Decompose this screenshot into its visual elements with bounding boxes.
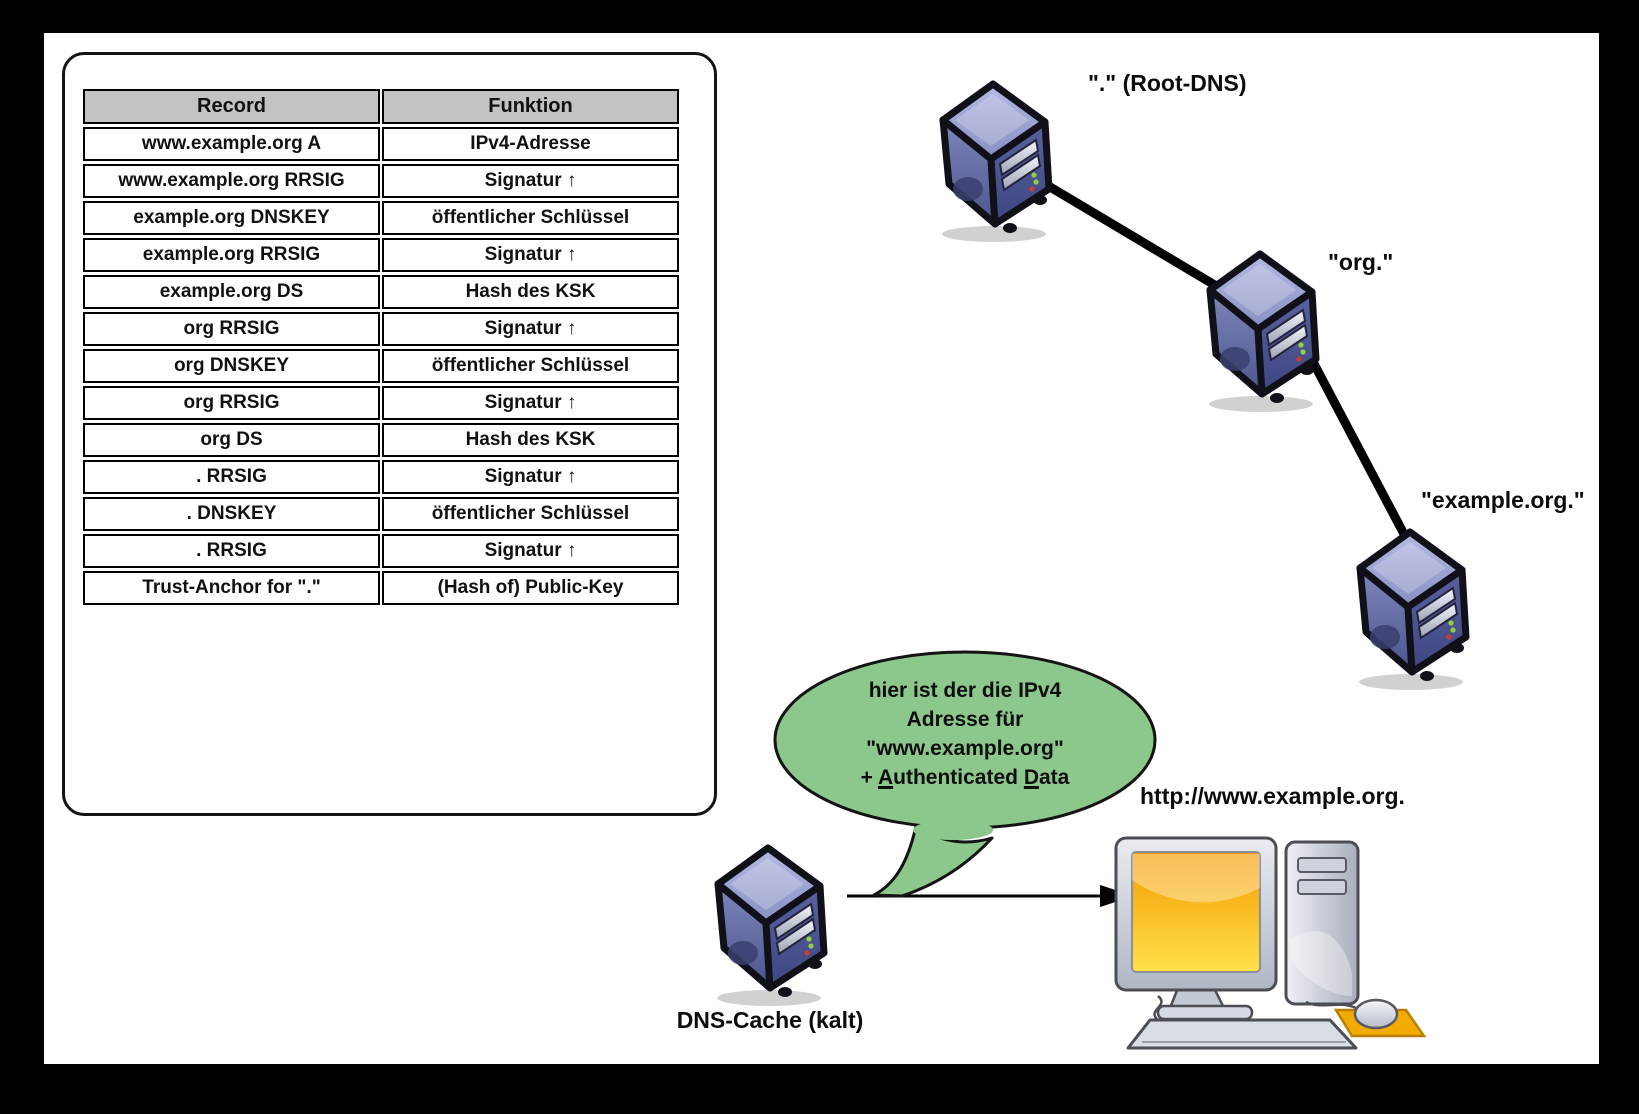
record-cell: org DS [83, 423, 380, 457]
url-label: http://www.example.org. [1140, 783, 1405, 809]
funktion-cell: IPv4-Adresse [382, 127, 679, 161]
funktion-cell: öffentlicher Schlüssel [382, 497, 679, 531]
bubble-line-2: Adresse für [906, 708, 1024, 731]
funktion-cell: Hash des KSK [382, 275, 679, 309]
root-dns-label: "." (Root-DNS) [1088, 70, 1247, 96]
funktion-cell: Signatur ↑ [382, 460, 679, 494]
server-icon-example [1359, 532, 1466, 690]
workstation-icon [1114, 836, 1426, 1050]
record-cell: www.example.org RRSIG [83, 164, 380, 198]
link-org-to-example [1307, 355, 1410, 541]
server-icon-dns-cache [717, 848, 824, 1006]
funktion-cell: Signatur ↑ [382, 386, 679, 420]
record-cell: org RRSIG [83, 312, 380, 346]
speech-bubble [773, 650, 1157, 898]
server-icon-org [1209, 254, 1316, 412]
record-cell: example.org RRSIG [83, 238, 380, 272]
bubble-line-3: "www.example.org" [866, 737, 1064, 760]
funktion-cell: Hash des KSK [382, 423, 679, 457]
record-cell: org DNSKEY [83, 349, 380, 383]
table-row: Trust-Anchor for "."(Hash of) Public-Key [83, 571, 679, 605]
org-label: "org." [1328, 249, 1394, 275]
record-cell: . DNSKEY [83, 497, 380, 531]
example-org-label: "example.org." [1421, 487, 1585, 513]
funktion-cell: Signatur ↑ [382, 534, 679, 568]
record-cell: . RRSIG [83, 460, 380, 494]
funktion-column-header: Funktion [382, 89, 679, 124]
dns-cache-label: DNS-Cache (kalt) [676, 1007, 864, 1033]
record-cell: Trust-Anchor for "." [83, 571, 380, 605]
funktion-cell: öffentlicher Schlüssel [382, 349, 679, 383]
funktion-cell: (Hash of) Public-Key [382, 571, 679, 605]
record-cell: example.org DS [83, 275, 380, 309]
record-cell: . RRSIG [83, 534, 380, 568]
bubble-line-4: + Authenticated Data [860, 766, 1070, 789]
record-cell: www.example.org A [83, 127, 380, 161]
server-icon-root [942, 84, 1049, 242]
link-root-to-org [1030, 173, 1223, 292]
funktion-cell: öffentlicher Schlüssel [382, 201, 679, 235]
funktion-cell: Signatur ↑ [382, 238, 679, 272]
record-cell: org RRSIG [83, 386, 380, 420]
speech-bubble-text: hier ist der die IPv4 Adresse für "www.e… [785, 676, 1145, 792]
record-column-header: Record [83, 89, 380, 124]
bubble-line-1: hier ist der die IPv4 [868, 679, 1062, 702]
record-cell: example.org DNSKEY [83, 201, 380, 235]
table-header-row: Record Funktion [83, 89, 679, 124]
funktion-cell: Signatur ↑ [382, 312, 679, 346]
funktion-cell: Signatur ↑ [382, 164, 679, 198]
